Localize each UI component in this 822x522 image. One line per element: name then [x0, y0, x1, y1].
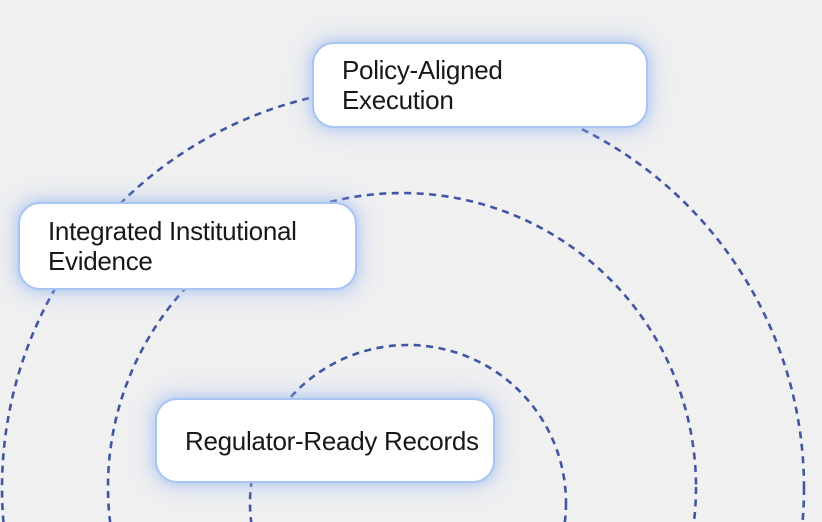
ring-middle [106, 191, 698, 522]
node-regulator-ready-records: Regulator-Ready Records [155, 398, 495, 483]
node-label-line: Regulator-Ready Records [185, 425, 479, 456]
node-label-line: Execution [342, 85, 454, 115]
node-label-line: Evidence [48, 246, 153, 276]
node-label-line: Policy-Aligned [342, 55, 503, 85]
ring-inner [248, 343, 568, 522]
node-label-line: Integrated Institutional [48, 216, 297, 246]
